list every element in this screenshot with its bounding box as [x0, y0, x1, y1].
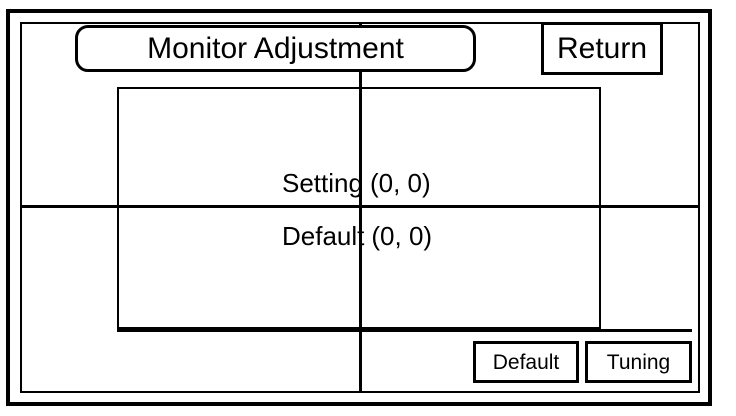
title-bar: Monitor Adjustment	[75, 25, 476, 72]
setting-coordinates: (0, 0)	[369, 168, 431, 198]
setting-readout: Setting(0, 0)	[282, 168, 431, 198]
default-label: Default	[282, 221, 365, 251]
calibration-baseline	[117, 329, 692, 332]
setting-label: Setting	[282, 168, 363, 198]
default-readout: Default(0, 0)	[282, 221, 432, 251]
default-button[interactable]: Default	[473, 341, 579, 383]
return-button[interactable]: Return	[541, 22, 663, 75]
calibration-touch-area[interactable]	[117, 87, 601, 329]
default-button-label: Default	[492, 350, 560, 374]
return-button-label: Return	[556, 31, 648, 65]
page-title: Monitor Adjustment	[147, 31, 404, 65]
default-coordinates: (0, 0)	[371, 221, 433, 251]
tuning-button-label: Tuning	[606, 350, 671, 374]
tuning-button[interactable]: Tuning	[585, 341, 692, 383]
crosshair-horizontal-line	[21, 205, 699, 208]
